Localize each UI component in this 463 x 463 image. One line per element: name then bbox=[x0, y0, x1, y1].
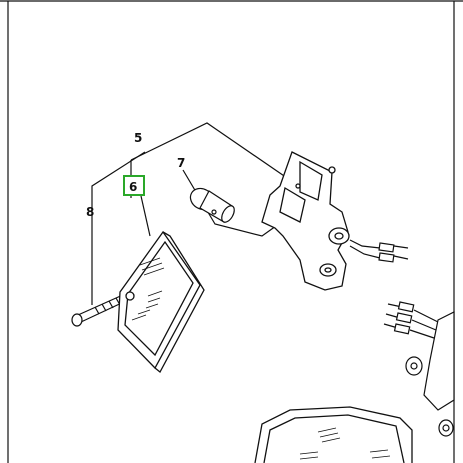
callout-6-box: 6 bbox=[123, 175, 145, 196]
callout-7: 7 bbox=[177, 156, 185, 170]
callout-8: 8 bbox=[86, 205, 94, 219]
lower-lens-part bbox=[254, 406, 413, 463]
socket-bracket-part bbox=[261, 151, 350, 291]
leader-5 bbox=[130, 122, 291, 181]
right-assembly-part bbox=[383, 301, 455, 437]
callout-6: 6 bbox=[129, 180, 137, 194]
bulb-part bbox=[189, 187, 235, 223]
callout-5: 5 bbox=[134, 131, 142, 145]
leader-5-left bbox=[91, 151, 146, 305]
leader-6 bbox=[140, 195, 151, 237]
lens-part bbox=[117, 230, 205, 373]
wire-leads bbox=[349, 239, 409, 263]
